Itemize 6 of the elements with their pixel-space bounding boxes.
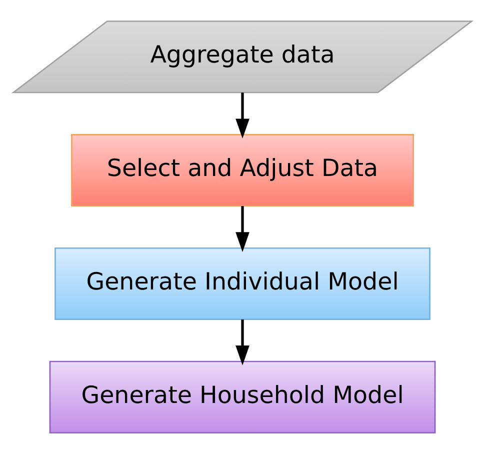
node-box: Generate Individual Model [54, 247, 430, 320]
node-box: Generate Household Model [49, 360, 436, 434]
arrow [236, 319, 250, 366]
arrow [236, 206, 250, 252]
node-box: Select and Adjust Data [71, 134, 414, 207]
arrow [236, 92, 250, 139]
